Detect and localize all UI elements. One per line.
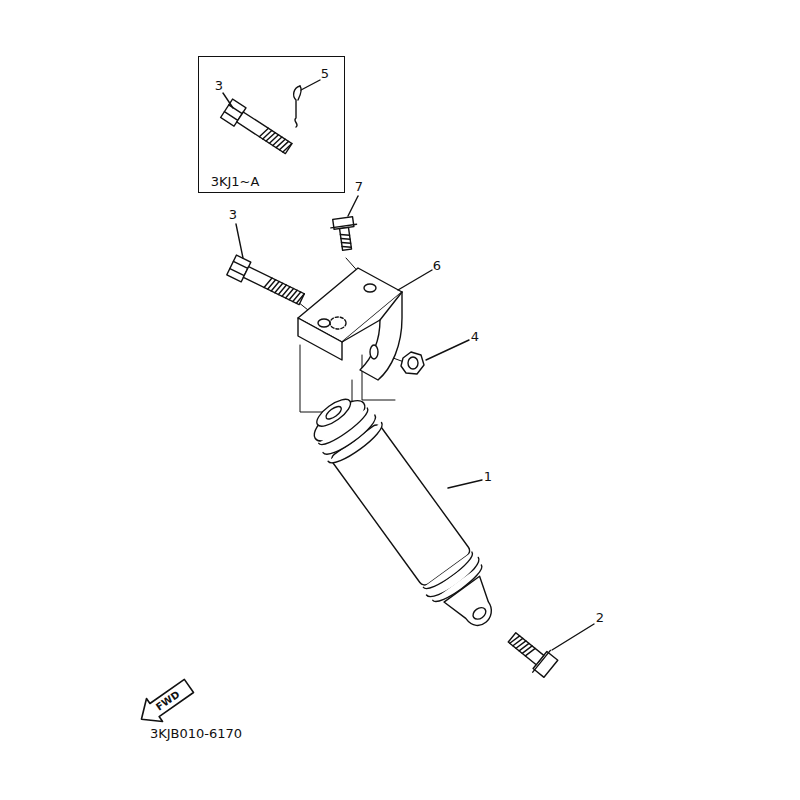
- shock-absorber: [302, 387, 512, 642]
- callout-number: 3: [229, 208, 237, 221]
- bolt: [330, 216, 360, 251]
- forward-arrow: [133, 674, 197, 730]
- bolt: [227, 255, 307, 309]
- callout-number: 2: [596, 611, 604, 624]
- callout-number: 4: [471, 330, 479, 343]
- cotter-pin: [298, 86, 301, 100]
- callout-number: 3: [215, 79, 223, 92]
- figure-code: 3KJB010-6170: [150, 727, 242, 740]
- callout-number: 1: [484, 470, 492, 483]
- bolt: [221, 99, 295, 158]
- callout-number: 7: [355, 180, 363, 193]
- bracket: [298, 268, 402, 380]
- variant-inset-box: 3 5 3KJ1~A: [198, 56, 345, 193]
- bolt: [503, 626, 559, 679]
- cotter-pin: [294, 86, 300, 127]
- model-code: 3KJ1~A: [211, 175, 260, 188]
- callout-number: 5: [321, 67, 329, 80]
- nut: [401, 340, 469, 374]
- callout-number: 6: [433, 259, 441, 272]
